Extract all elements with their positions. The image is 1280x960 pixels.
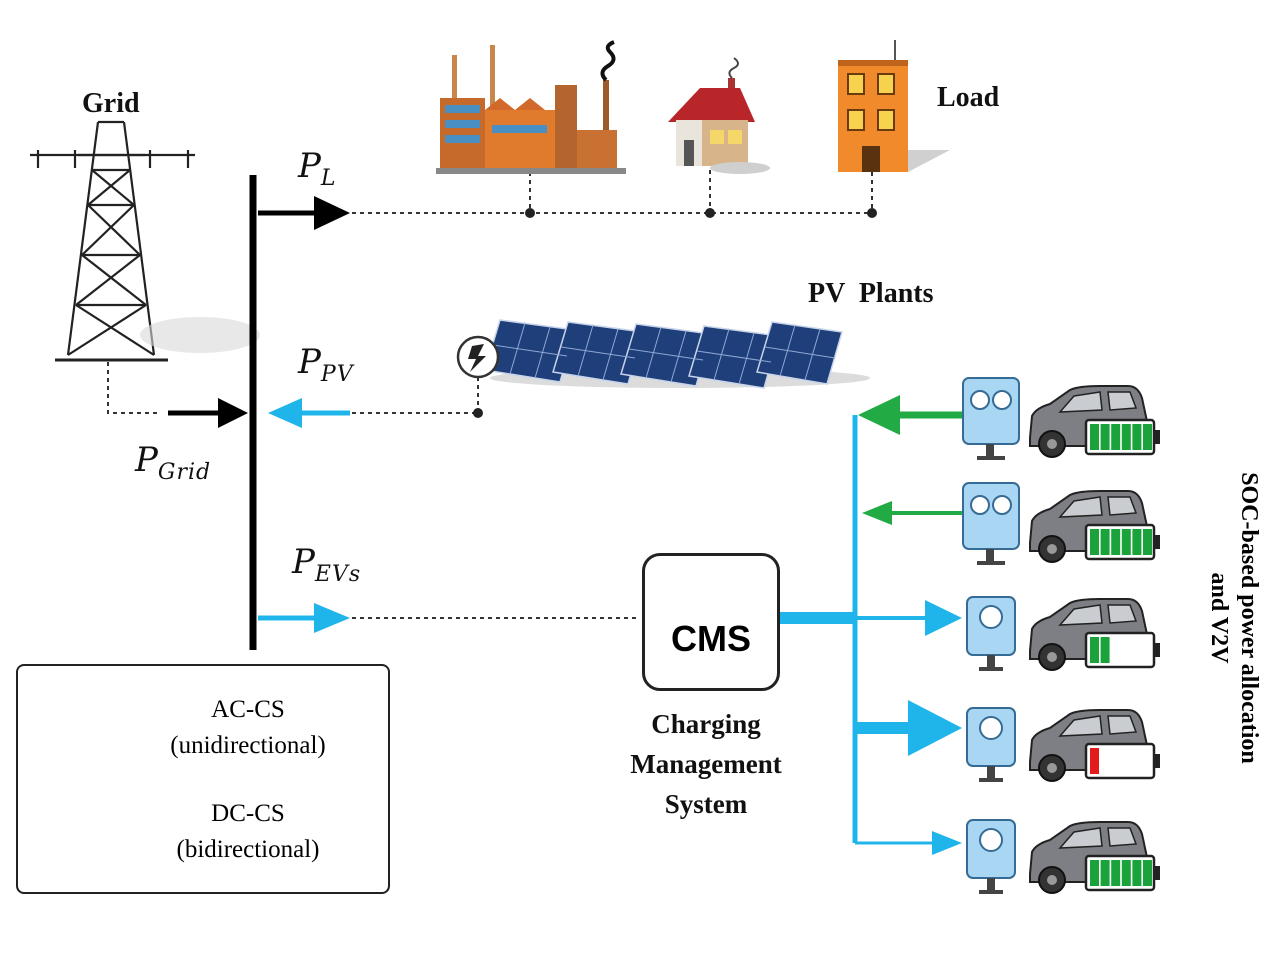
dc-charger-icon [962, 482, 1020, 565]
battery-cell [1143, 529, 1152, 555]
battery-cell [1132, 529, 1142, 555]
battery-icon [1084, 742, 1160, 780]
battery-icon [1084, 418, 1160, 456]
battery-cell [1090, 860, 1099, 886]
battery-cell [1132, 860, 1142, 886]
grid-connection-line [107, 362, 160, 414]
legend-box: AC-CS (unidirectional) DC-CS (bidirectio… [16, 664, 390, 894]
charging-station-row [962, 377, 1160, 460]
load-power-arrow [258, 196, 350, 230]
battery-cell [1100, 860, 1110, 886]
charging-station-row [966, 707, 1160, 782]
legend-ac: AC-CS (unidirectional) [170, 696, 326, 759]
house-icon [668, 57, 770, 174]
charge-arrow-3 [855, 600, 962, 636]
cms-label: CMS [671, 618, 751, 659]
electric-car-icon [1029, 709, 1160, 782]
battery-cell [1090, 424, 1099, 450]
battery-icon [1084, 854, 1160, 892]
ac-charger-icon [966, 819, 1016, 894]
factory-icon [436, 40, 626, 174]
pv-power-arrow [268, 398, 350, 428]
p-grid-label: PGrid [135, 440, 212, 485]
v2v-arrow-1 [858, 395, 962, 435]
battery-cell [1143, 424, 1152, 450]
charge-arrow-5 [855, 831, 962, 855]
cms-distribution-lines [777, 415, 858, 843]
inverter-meter-icon [456, 335, 500, 379]
pv-panels-icon [484, 319, 870, 389]
cms-caption: Charging Management System [630, 709, 782, 819]
battery-cell [1090, 637, 1099, 663]
battery-cell [1132, 424, 1142, 450]
apartment-building-icon [838, 40, 950, 172]
dc-charger-icon [962, 377, 1020, 460]
transmission-tower-icon [30, 120, 195, 362]
battery-cell [1090, 748, 1099, 774]
ev-power-arrow [258, 603, 350, 633]
battery-cell [1100, 529, 1110, 555]
load-label: Load [937, 82, 1000, 113]
electric-car-icon [1029, 598, 1160, 671]
charging-station-row [962, 482, 1160, 565]
electric-car-icon [1029, 385, 1160, 458]
p-evs-label: PEVs [292, 542, 362, 587]
grid-label: Grid [82, 88, 140, 119]
charging-station-row [966, 596, 1160, 671]
electric-car-icon [1029, 821, 1160, 894]
stations-layer [962, 377, 1160, 894]
battery-cell [1111, 424, 1121, 450]
p-l-label: PL [298, 146, 337, 191]
grid-power-arrow [168, 398, 248, 428]
v2v-arrow-2 [862, 501, 962, 525]
battery-icon [1084, 523, 1160, 561]
battery-cell [1111, 529, 1121, 555]
charge-arrow-4 [855, 700, 962, 756]
legend-dc: DC-CS (bidirectional) [176, 800, 320, 863]
electric-car-icon [1029, 490, 1160, 563]
ac-charger-icon [966, 707, 1016, 782]
battery-cell [1111, 860, 1121, 886]
battery-cell [1121, 529, 1131, 555]
battery-cell [1100, 637, 1110, 663]
battery-cell [1100, 424, 1110, 450]
battery-cell [1121, 424, 1131, 450]
ac-charger-icon [966, 596, 1016, 671]
battery-cell [1143, 860, 1152, 886]
load-junctions [525, 170, 877, 218]
battery-icon [1084, 631, 1160, 669]
pv-plants-label: PV Plants [808, 278, 934, 309]
p-pv-label: PPV [298, 342, 354, 387]
charging-station-row [966, 819, 1160, 894]
battery-cell [1090, 529, 1099, 555]
cms-box: CMS [642, 553, 780, 691]
soc-allocation-caption: SOC-based power allocation and V2V [1206, 472, 1262, 764]
battery-cell [1121, 860, 1131, 886]
